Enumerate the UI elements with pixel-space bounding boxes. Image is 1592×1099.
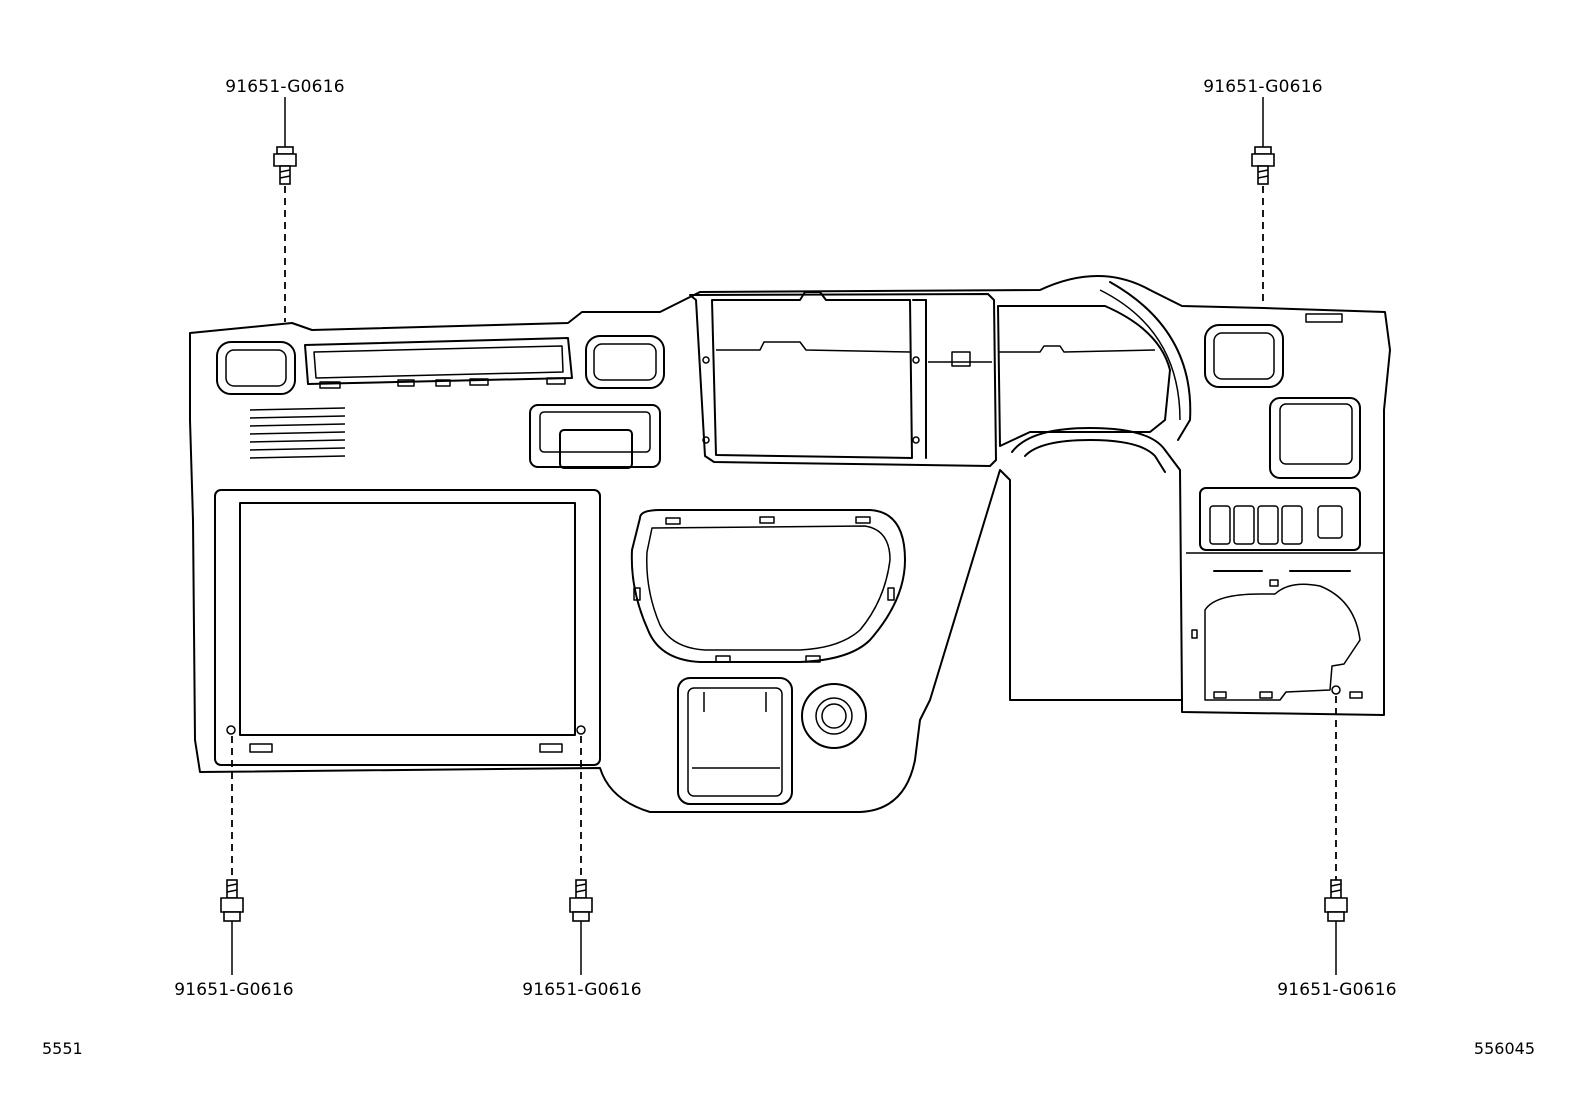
instrument-panel [189, 275, 1391, 813]
footer-right-code: 556045 [1474, 1039, 1535, 1058]
bolt-bottom-middle [569, 736, 593, 975]
part-number-callout-top-right[interactable]: 91651-G0616 [1203, 77, 1322, 97]
bolt-top-right [1251, 97, 1275, 306]
louvre-grille [249, 407, 346, 459]
part-number-callout-bottom-left[interactable]: 91651-G0616 [174, 980, 293, 1000]
bolt-top-left [273, 97, 297, 322]
part-number-callout-top-left[interactable]: 91651-G0616 [225, 77, 344, 97]
footer-left-code: 5551 [42, 1039, 83, 1058]
part-number-callout-bottom-right[interactable]: 91651-G0616 [1277, 980, 1396, 1000]
bolt-bottom-left [220, 736, 244, 975]
part-number-callout-bottom-middle[interactable]: 91651-G0616 [522, 980, 641, 1000]
bolt-bottom-right [1324, 696, 1348, 975]
